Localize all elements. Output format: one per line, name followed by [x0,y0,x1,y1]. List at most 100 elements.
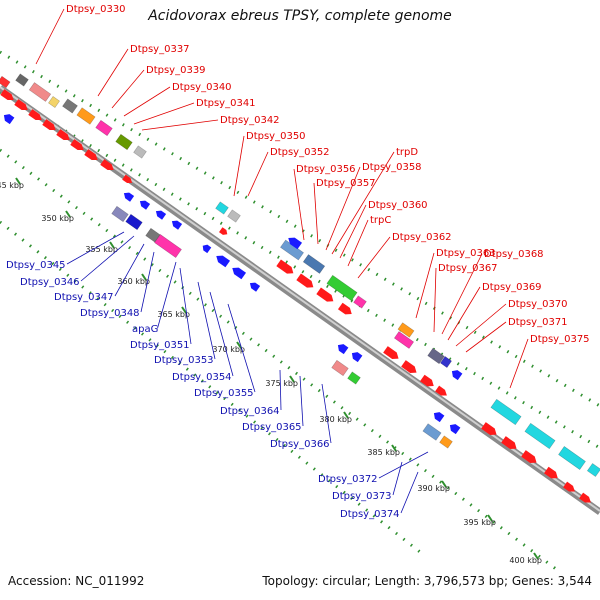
gene-arrow [139,200,151,210]
gene-box [0,75,11,89]
gene-box [393,331,415,349]
gene-feature [15,73,29,87]
forward-gene-label: Dtpsy_0339 [146,65,206,76]
gene-feature [227,209,241,223]
ruler-dotted-line [0,90,600,450]
leader-line [279,369,282,411]
gene-feature [490,398,522,426]
gene-feature [427,347,445,365]
leader-line [465,321,507,353]
gene-feature [111,205,129,223]
leader-line [133,102,195,125]
gene-feature [302,254,326,274]
gene-feature [397,322,415,338]
gene-box [586,463,600,477]
gene-feature [435,385,447,396]
gene-box [95,119,113,137]
gene-feature [422,423,442,441]
gene-feature [155,210,167,220]
leader-line [378,451,429,479]
leader-line [357,236,391,279]
genome-summary-text: Topology: circular; Length: 3,796,573 bp… [262,574,592,588]
leader-line [455,303,507,347]
leader-line [313,182,319,245]
gene-arrow [449,424,461,435]
gene-feature [353,295,367,309]
reverse-gene-label: apaG [132,324,158,335]
gene-arrow [123,192,135,202]
gene-arrow [296,273,314,288]
scale-label: 350 kbp [41,214,74,223]
forward-gene-label: Dtpsy_0342 [220,115,280,126]
gene-feature [123,192,135,202]
scale-tick [236,341,242,349]
gene-arrow [435,385,447,396]
gene-arrow [481,422,497,435]
reverse-gene-label: Dtpsy_0372 [318,474,378,485]
leader-line [179,267,192,345]
scale-label: 360 kbp [117,277,150,286]
gene-feature [14,99,28,111]
forward-gene-label: Dtpsy_0375 [530,334,590,345]
leader-line [347,219,369,267]
gene-arrow [249,282,261,292]
scale-tick [487,514,493,522]
gene-feature [249,282,261,292]
backbone-layer [0,85,600,515]
label-layer: Dtpsy_0330Dtpsy_0337Dtpsy_0339Dtpsy_0340… [6,4,590,520]
leader-line [325,166,361,251]
forward-gene-label: Dtpsy_0356 [296,164,356,175]
forward-gene-label: Dtpsy_0352 [270,147,330,158]
gene-arrow [42,119,56,131]
gene-feature [296,273,314,288]
leader-line [339,204,367,259]
scale-label: 380 kbp [319,415,352,424]
gene-arrow [216,255,231,268]
reverse-gene-label: Dtpsy_0353 [154,355,214,366]
scale-label: 385 kbp [367,448,400,457]
forward-gene-label: Dtpsy_0370 [508,299,568,310]
leader-line [247,151,269,197]
accession-text: Accession: NC_011992 [8,574,145,588]
gene-feature [154,234,182,258]
leader-line [35,8,65,65]
gene-box [490,398,522,426]
gene-feature [440,356,452,368]
gene-feature [100,159,114,171]
gene-feature [216,255,231,268]
forward-gene-label: Dtpsy_0368 [484,249,544,260]
gene-feature [337,302,352,315]
gene-box [326,274,358,302]
forward-gene-label: Dtpsy_0357 [316,178,376,189]
gene-arrow [232,267,247,280]
leader-line [509,338,529,389]
reverse-gene-label: Dtpsy_0348 [80,308,140,319]
leader-line [66,231,125,265]
gene-arrow [56,129,70,141]
gene-feature [215,201,229,215]
gene-feature [232,267,247,280]
scale-tick [533,552,539,560]
leader-line [209,291,234,377]
gene-arrow [171,220,183,230]
gene-box [353,295,367,309]
forward-gene-label: Dtpsy_0337 [130,44,190,55]
gene-feature [347,371,361,385]
gene-feature [42,119,56,131]
gene-arrow [155,210,167,220]
gene-feature [481,422,497,435]
ruler-dotted-line [0,50,600,408]
scale-tick [65,210,71,218]
leader-line [293,168,305,241]
gene-arrow [28,109,42,121]
gene-arrow [351,352,363,363]
leader-line [97,48,129,97]
reverse-gene-label: Dtpsy_0365 [242,422,302,433]
gene-feature [28,82,52,102]
gene-arrow [316,287,334,302]
forward-gene-label: Dtpsy_0330 [66,4,126,15]
gene-feature [326,274,358,302]
reverse-gene-label: Dtpsy_0347 [54,292,114,303]
gene-arrow [521,450,537,463]
